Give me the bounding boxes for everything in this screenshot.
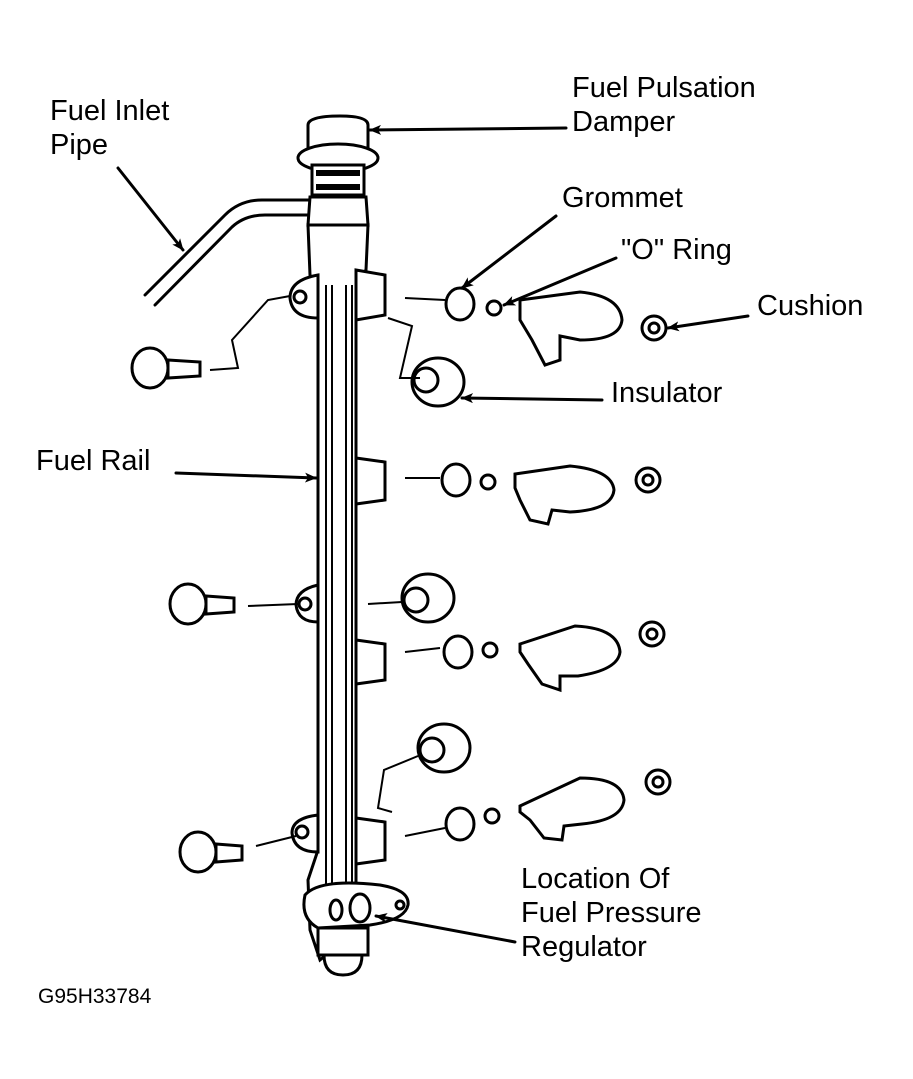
label-insulator: Insulator [611,377,723,409]
label-line: Fuel Pressure [521,897,702,929]
insulator [387,317,466,408]
bolt [130,295,291,390]
injector-assembly-1 [404,286,668,367]
insulator [367,572,456,624]
label-line: Fuel Pulsation [572,72,756,104]
leader-arrows [116,124,750,944]
injector-assembly-4 [404,768,672,842]
insulator [376,722,472,813]
label-line: Regulator [521,931,647,963]
bolt [178,830,297,874]
label-cushion: Cushion [757,290,864,322]
label-fuel-pressure-regulator: Location Of Fuel Pressure Regulator [521,862,702,964]
fuel-inlet-pipe [143,198,312,307]
label-line: Damper [572,106,676,138]
label-grommet: Grommet [562,182,683,214]
fuel-rail [288,223,410,977]
injector-assembly-2 [405,462,662,526]
label-line: Location Of [521,863,670,895]
label-o-ring: "O" Ring [621,234,732,266]
fuel-pulsation-damper [296,114,380,227]
label-fuel-rail: Fuel Rail [36,445,151,477]
label-fuel-inlet-pipe: Fuel Inlet Pipe [50,94,169,162]
bolt [168,582,299,626]
label-line: Pipe [50,129,109,161]
label-fuel-pulsation-damper: Fuel Pulsation Damper [572,71,756,139]
label-line: Fuel Inlet [50,95,170,127]
injector-assembly-3 [404,620,666,693]
figure-code: G95H33784 [38,985,152,1008]
